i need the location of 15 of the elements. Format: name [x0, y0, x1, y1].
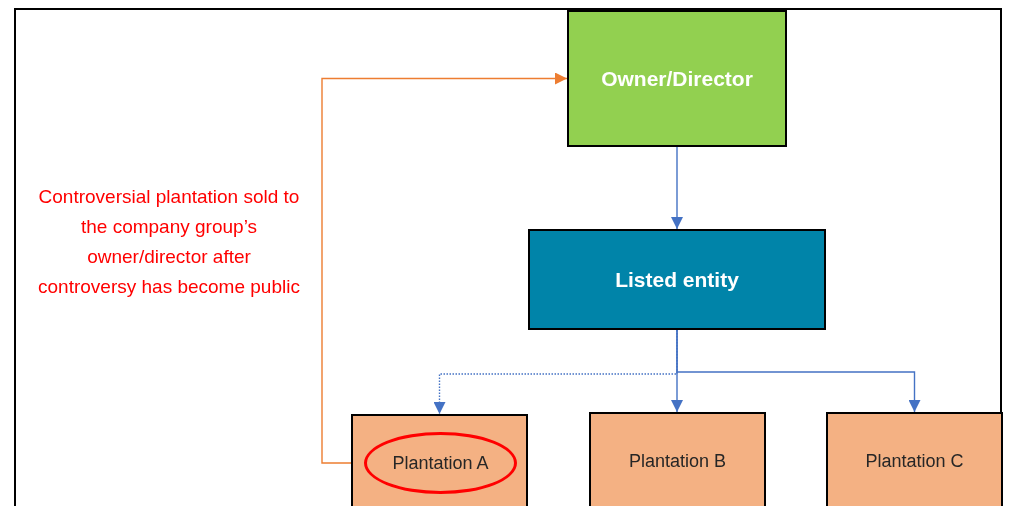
annotation-text: Controversial plantation sold to the company group’s owner/director after controversy has become public	[38, 185, 300, 299]
arrow	[321, 72, 568, 464]
arrow	[671, 146, 683, 230]
process-box	[351, 414, 528, 506]
node-label: Plantation A	[392, 452, 489, 474]
node-label: Listed entity	[615, 267, 739, 292]
process-box	[826, 412, 1003, 506]
process-box	[567, 10, 787, 147]
node-label: Plantation B	[628, 451, 727, 472]
process-box	[528, 229, 826, 330]
node-label: Plantation C	[865, 451, 964, 472]
node-label: Owner/Director	[601, 66, 753, 91]
arrow	[676, 329, 921, 413]
process-box	[589, 412, 766, 506]
highlight-ellipse	[364, 432, 517, 494]
